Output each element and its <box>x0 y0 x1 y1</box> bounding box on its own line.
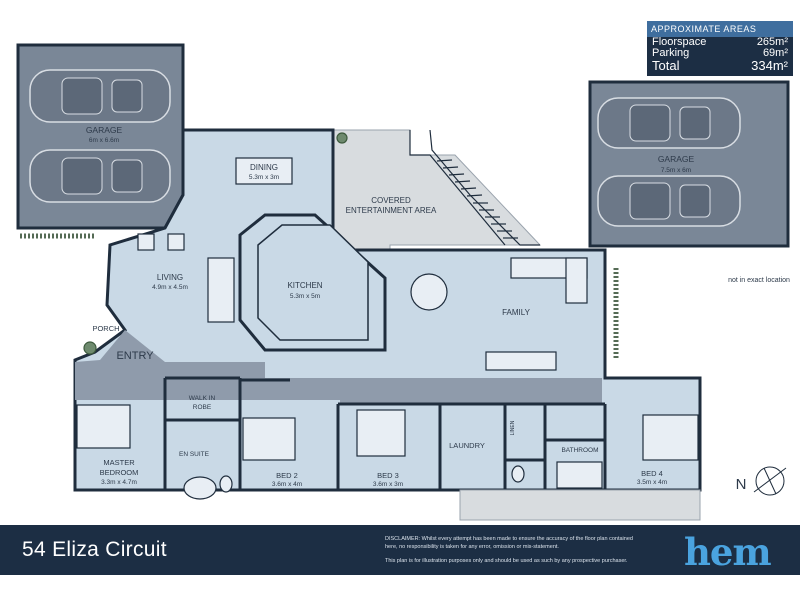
bathroom-label: BATHROOM <box>561 447 598 454</box>
hallway <box>75 330 602 404</box>
brand-logo: hem <box>684 530 772 574</box>
location-note: not in exact location <box>728 277 790 284</box>
bed-icon <box>642 414 699 461</box>
walkin-label-2: ROBE <box>193 404 212 411</box>
areas-row-label: Floorspace <box>652 36 707 48</box>
bathtub-icon <box>183 476 217 500</box>
family-label: FAMILY <box>502 308 531 317</box>
compass-north-label: N <box>736 476 747 493</box>
master-dims: 3.3m x 4.7m <box>101 479 137 486</box>
covered-label-2: ENTERTAINMENT AREA <box>346 206 437 215</box>
floor-plan: GARAGE 6m x 6.6m GARAGE 7.5m x 6m DINING… <box>16 43 790 521</box>
disclaimer: DISCLAIMER: Whilst every attempt has bee… <box>385 535 645 571</box>
bed4-label: BED 4 <box>641 469 663 478</box>
living-dims: 4.9m x 4.5m <box>152 284 188 291</box>
dining-dims: 5.3m x 3m <box>249 174 279 181</box>
master-label-2: BEDROOM <box>100 468 139 477</box>
sofa-icon <box>565 257 588 304</box>
entry-label: ENTRY <box>116 350 154 362</box>
areas-row-parking: Parking 69m² <box>647 48 793 59</box>
dining-table-icon <box>235 157 293 185</box>
bathtub-icon <box>556 461 603 489</box>
armchair-icon <box>137 233 155 251</box>
areas-header: APPROXIMATE AREAS <box>647 21 793 37</box>
porch-label: PORCH <box>92 324 119 333</box>
areas-row-label: Parking <box>652 47 690 59</box>
areas-total-value: 334m² <box>751 58 788 73</box>
garage-left-label: GARAGE <box>86 125 123 135</box>
laundry-label: LAUNDRY <box>449 441 485 450</box>
bed-icon <box>76 404 131 449</box>
bed4-dims: 3.5m x 4m <box>637 479 667 486</box>
ensuite-label: EN SUITE <box>179 451 210 458</box>
car-icon <box>597 97 741 149</box>
interior-walls <box>163 376 607 490</box>
bed3-label: BED 3 <box>377 471 399 480</box>
garage-left-dims: 6m x 6.6m <box>89 137 119 144</box>
kitchen-dims: 5.3m x 5m <box>290 293 320 300</box>
staircase-icon <box>409 129 540 246</box>
bed2-label: BED 2 <box>276 471 298 480</box>
round-table-icon <box>410 273 448 311</box>
areas-row-floorspace: Floorspace 265m² <box>647 37 793 48</box>
bed3-dims: 3.6m x 3m <box>373 481 403 488</box>
living-label: LIVING <box>157 273 183 282</box>
shrub-icon <box>20 132 619 358</box>
linen-label: LINEN <box>510 420 516 435</box>
walkin-label: WALK IN <box>189 395 216 402</box>
deck <box>459 489 701 521</box>
kitchen-bench <box>257 224 369 341</box>
covered-label: COVERED <box>371 196 411 205</box>
bed2-dims: 3.6m x 4m <box>272 481 302 488</box>
footer-bar: 54 Eliza Circuit DISCLAIMER: Whilst ever… <box>0 525 800 575</box>
garage-right-label: GARAGE <box>658 154 695 164</box>
sofa-icon <box>485 351 557 371</box>
toilet-icon <box>511 465 525 483</box>
armchair-icon <box>167 233 185 251</box>
areas-total-label: Total <box>652 58 680 73</box>
car-icon <box>597 175 741 227</box>
covered-entertainment-area <box>332 129 542 251</box>
areas-row-value: 265m² <box>756 36 788 48</box>
garage-right-dims: 7.5m x 6m <box>661 167 691 174</box>
property-address: 54 Eliza Circuit <box>22 538 167 561</box>
toilet-icon <box>219 475 233 493</box>
bed-icon <box>356 409 406 457</box>
master-label: MASTER <box>103 458 135 467</box>
disclaimer-text: DISCLAIMER: Whilst every attempt has bee… <box>385 536 633 550</box>
disclaimer-text-2: This plan is for illustration purposes o… <box>385 558 628 564</box>
car-icon <box>29 69 171 123</box>
dining-label: DINING <box>250 163 278 172</box>
areas-row-total: Total 334m² <box>647 59 793 73</box>
bed-icon <box>242 417 296 461</box>
kitchen-label: KITCHEN <box>287 281 322 290</box>
car-icon <box>29 149 171 203</box>
areas-row-value: 69m² <box>762 47 788 59</box>
approximate-areas-box: APPROXIMATE AREAS Floorspace 265m² Parki… <box>647 21 793 76</box>
compass-icon <box>753 466 787 496</box>
sofa-icon <box>207 257 235 323</box>
